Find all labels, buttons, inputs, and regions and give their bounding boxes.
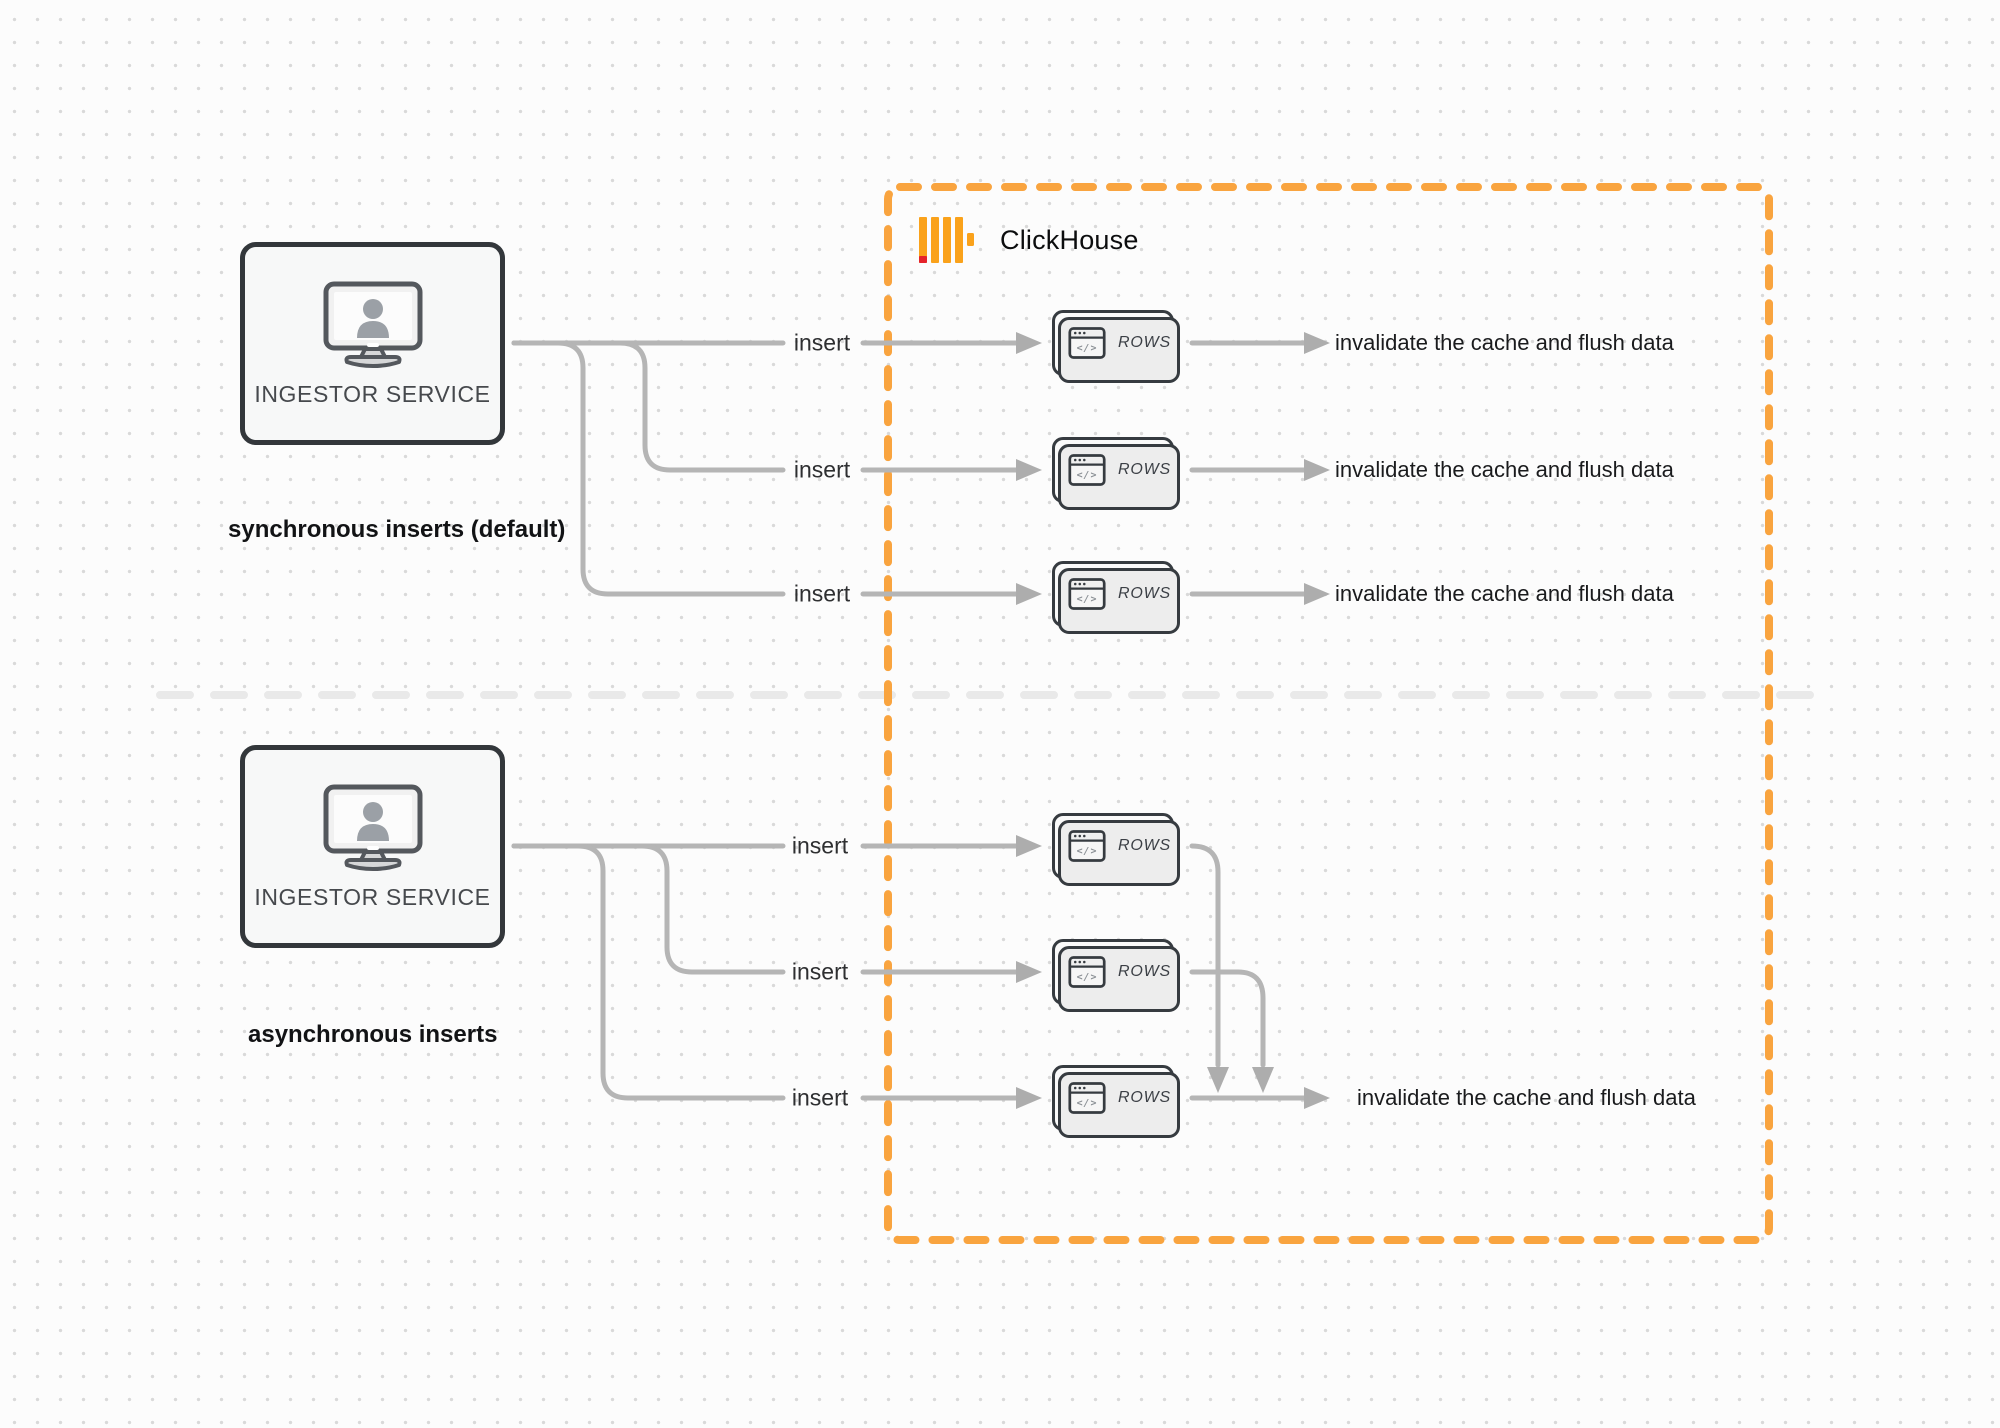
result-label: invalidate the cache and flush data — [1335, 330, 1674, 355]
ingestor-service-label: INGESTOR SERVICE — [254, 381, 491, 407]
result-label: invalidate the cache and flush data — [1335, 581, 1674, 606]
insert-label: insert — [793, 329, 851, 356]
rows-card: </> ROWS — [1052, 437, 1180, 510]
arrowhead — [1016, 835, 1042, 857]
ingestor-service-box-async: INGESTOR SERVICE — [240, 745, 505, 948]
rows-card: </> ROWS — [1052, 813, 1180, 886]
connector — [511, 843, 786, 975]
clickhouse-header: ClickHouse — [919, 216, 1139, 264]
code-window-icon: </> — [1068, 956, 1106, 988]
rows-label: ROWS — [1118, 1089, 1171, 1106]
arrowhead — [1304, 583, 1330, 605]
arrowhead — [1252, 1067, 1274, 1093]
arrowhead — [1016, 961, 1042, 983]
code-window-icon: </> — [1068, 1082, 1106, 1114]
workstation-icon — [323, 784, 422, 871]
result-label: invalidate the cache and flush data — [1335, 457, 1674, 482]
ingestor-service-label: INGESTOR SERVICE — [254, 884, 491, 910]
arrowhead — [1304, 459, 1330, 481]
connector — [511, 843, 786, 1101]
arrowhead — [1016, 1087, 1042, 1109]
rows-card: </> ROWS — [1052, 561, 1180, 634]
connector — [1189, 969, 1266, 1068]
insert-label: insert — [793, 580, 851, 607]
clickhouse-label: ClickHouse — [1000, 224, 1139, 255]
code-window-icon: </> — [1068, 327, 1106, 359]
insert-label: insert — [791, 1084, 849, 1111]
ingestor-service-box-sync: INGESTOR SERVICE — [240, 242, 505, 445]
connector — [511, 340, 786, 597]
arrowhead — [1016, 583, 1042, 605]
rows-card: </> ROWS — [1052, 310, 1180, 383]
insert-label: insert — [791, 958, 849, 985]
code-window-icon: </> — [1068, 830, 1106, 862]
svg-text:</>: </> — [1077, 470, 1098, 481]
svg-text:</>: </> — [1077, 1098, 1098, 1109]
section-caption-sync: synchronous inserts (default) — [228, 516, 566, 543]
rows-card: </> ROWS — [1052, 939, 1180, 1012]
arrowhead — [1304, 1087, 1330, 1109]
connector — [511, 340, 786, 473]
arrowhead — [1016, 332, 1042, 354]
code-window-icon: </> — [1068, 454, 1106, 486]
arrowhead — [1207, 1067, 1229, 1093]
insert-label: insert — [791, 832, 849, 859]
section-caption-async: asynchronous inserts — [248, 1021, 498, 1048]
result-label: invalidate the cache and flush data — [1357, 1085, 1696, 1110]
rows-card: </> ROWS — [1052, 1065, 1180, 1138]
svg-text:</>: </> — [1077, 972, 1098, 983]
workstation-icon — [323, 281, 422, 368]
arrowhead — [1016, 459, 1042, 481]
rows-label: ROWS — [1118, 837, 1171, 854]
insert-label: insert — [793, 456, 851, 483]
clickhouse-logo-icon — [919, 217, 974, 263]
rows-label: ROWS — [1118, 334, 1171, 351]
rows-label: ROWS — [1118, 963, 1171, 980]
svg-text:</>: </> — [1077, 846, 1098, 857]
svg-text:</>: </> — [1077, 343, 1098, 354]
connector — [1189, 843, 1221, 1068]
code-window-icon: </> — [1068, 578, 1106, 610]
rows-label: ROWS — [1118, 585, 1171, 602]
svg-text:</>: </> — [1077, 594, 1098, 605]
arrowhead — [1304, 332, 1330, 354]
rows-label: ROWS — [1118, 461, 1171, 478]
clickhouse-boundary — [884, 183, 1773, 1244]
